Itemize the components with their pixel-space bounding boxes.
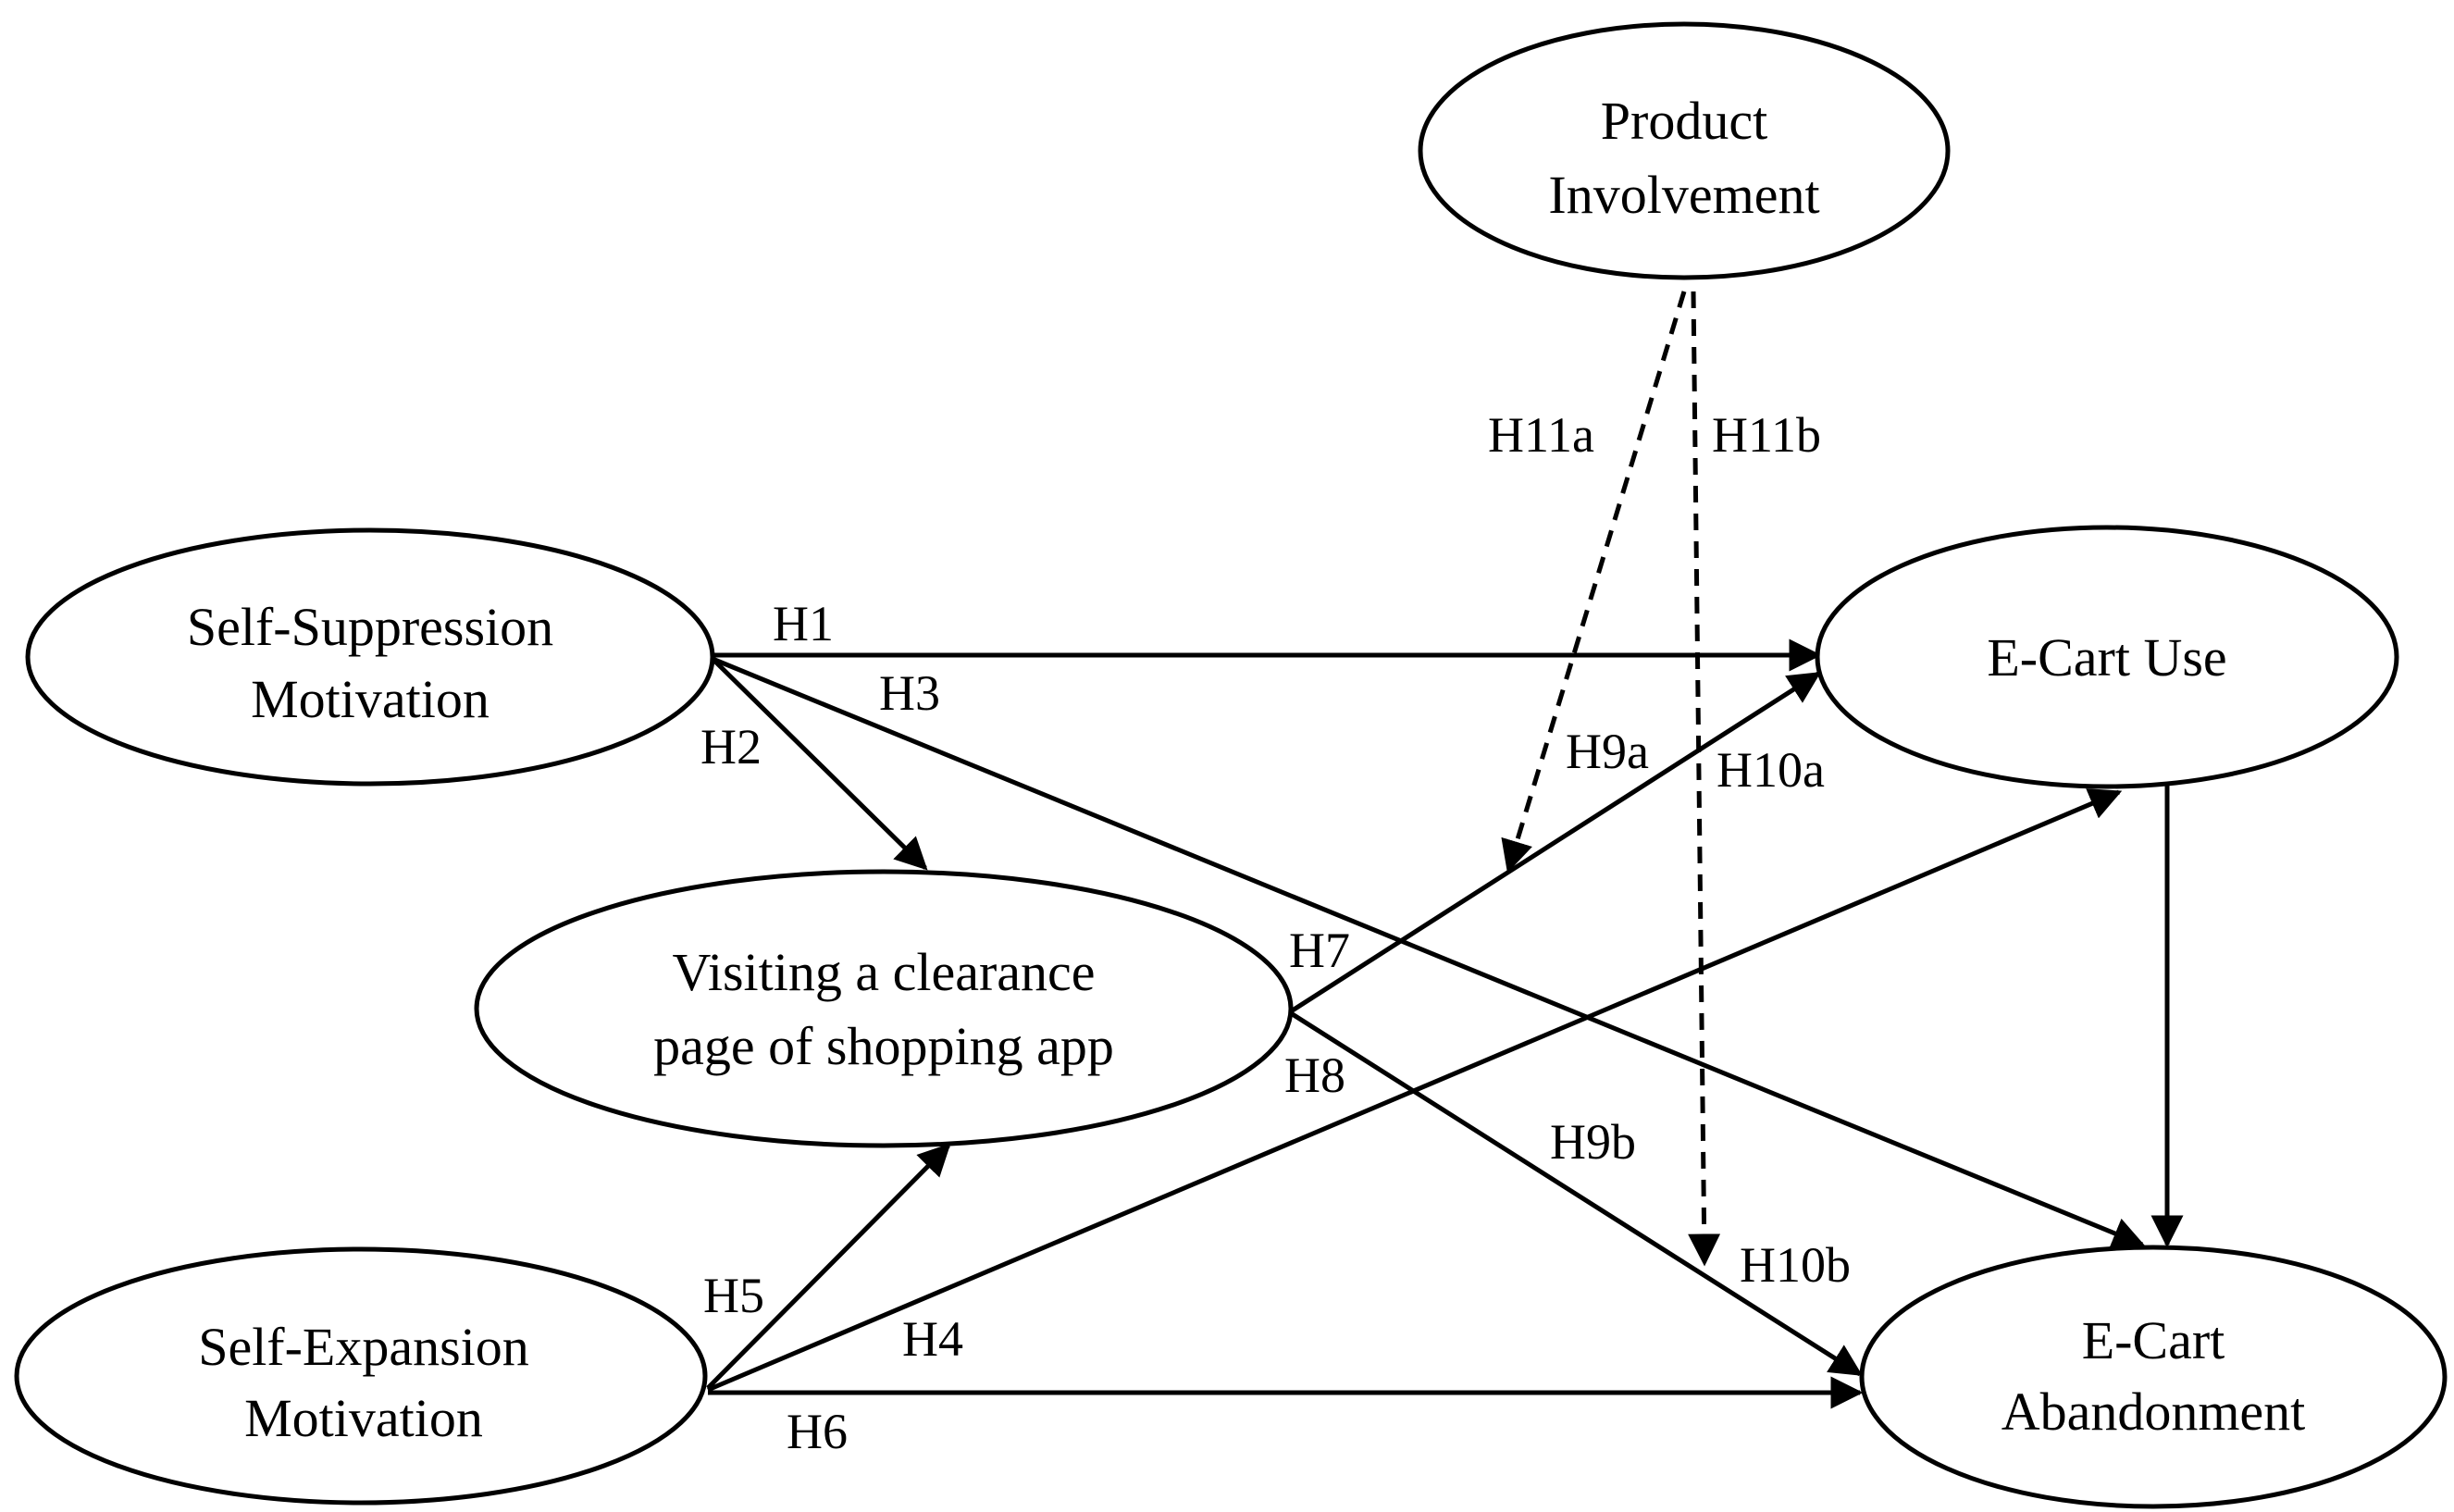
node-ecart-abandonment-shape [1859,1245,2448,1509]
edge-h8 [1289,1010,1863,1377]
edge-h7 [1289,671,1821,1014]
label-h11a: H11a [1488,407,1594,463]
node-product-involvement: Product Involvement [1418,21,1951,280]
node-ecart-abandonment-line2: Abandonment [2002,1382,2306,1442]
node-ecart-use: E-Cart Use [1815,525,2399,789]
label-h11b: H11b [1712,407,1821,463]
node-ecart-abandonment: E-Cart Abandonment [1859,1245,2448,1509]
node-clearance-visit: Visiting a clearance page of shopping ap… [474,869,1294,1148]
edge-h11b [1688,291,1721,1267]
edge-h11a [1501,291,1687,874]
node-self-expansion-shape [14,1246,708,1506]
node-self-expansion: Self-Expansion Motivation [14,1246,708,1506]
edge-h5 [706,1143,951,1390]
label-h6: H6 [787,1404,848,1459]
node-product-involvement-shape [1418,21,1951,280]
edge-h3 [712,656,2146,1249]
node-self-expansion-line2: Motivation [244,1388,483,1448]
edge-h2 [711,657,928,871]
label-h3: H3 [879,665,940,721]
label-h5: H5 [703,1268,764,1323]
label-h9b: H9b [1550,1114,1636,1170]
node-self-suppression-line2: Motivation [251,669,490,729]
node-product-involvement-line2: Involvement [1548,165,1819,225]
edges [706,291,2184,1409]
label-h9a: H9a [1566,724,1649,779]
label-h4: H4 [902,1311,963,1367]
node-ecart-use-shape [1815,525,2399,789]
node-self-suppression-line1: Self-Suppression [187,597,553,657]
node-self-expansion-line1: Self-Expansion [198,1317,529,1377]
node-ecart-abandonment-line1: E-Cart [2082,1310,2225,1370]
node-product-involvement-line1: Product [1601,91,1767,151]
label-h10a: H10a [1717,742,1825,798]
node-ecart-use-line1: E-Cart Use [1987,627,2226,688]
label-h1: H1 [773,596,834,651]
node-self-suppression: Self-Suppression Motivation [25,527,715,787]
node-self-suppression-shape [25,527,715,787]
node-clearance-visit-line2: page of shopping app [653,1016,1114,1076]
label-h7: H7 [1289,923,1350,978]
node-clearance-visit-shape [474,869,1294,1148]
label-h2: H2 [700,719,762,775]
label-h8: H8 [1284,1047,1345,1103]
node-clearance-visit-line1: Visiting a clearance [672,942,1095,1002]
label-h10b: H10b [1740,1237,1851,1293]
path-labels: H1 H3 H2 H11a H11b H9a H10a H7 H8 H9b H1… [700,407,1851,1459]
